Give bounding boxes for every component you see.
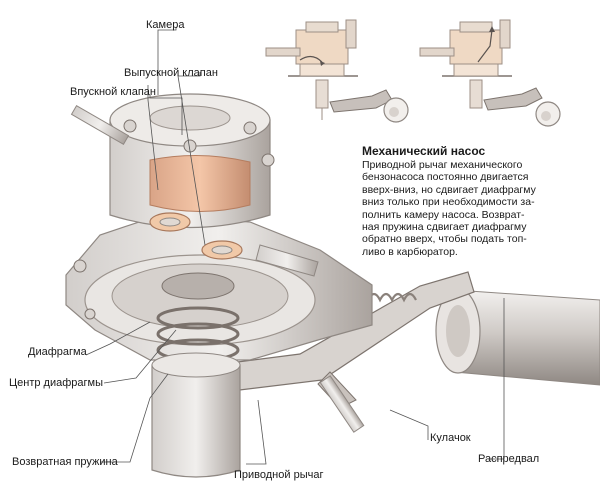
description-title: Механический насос <box>362 144 486 158</box>
description-line: бензонасоса постоянно двигается <box>362 171 529 184</box>
label-return-spring: Возвратная пружина <box>12 456 118 468</box>
label-diaphragm: Диафрагма <box>28 346 87 358</box>
description-line: вверх-вниз, но сдвигает диафрагму <box>362 183 536 196</box>
label-inlet-valve: Впускной клапан <box>70 86 156 98</box>
leader-lines <box>85 27 505 465</box>
description-line: Приводной рычаг механического <box>362 159 523 171</box>
fuel-pipes <box>70 104 319 277</box>
label-camshaft: Распредвал <box>478 453 540 465</box>
label-outlet-valve: Выпускной клапан <box>124 67 218 79</box>
description-line: полнить камеру насоса. Возврат- <box>362 208 525 221</box>
plunger-rod <box>151 352 241 478</box>
label-diaphragm-center: Центр диафрагмы <box>9 377 103 389</box>
pump-lower-body <box>65 214 373 361</box>
description-line: ливо в карбюратор. <box>362 245 458 258</box>
description-line: ная пружина сдвигает диафрагму <box>362 221 527 234</box>
label-drive-lever: Приводной рычаг <box>234 469 324 481</box>
description-line: вниз только при необходимости за- <box>362 196 535 209</box>
schematic-inset-right <box>419 19 561 127</box>
housing-bolts <box>73 119 275 320</box>
label-cam: Кулачок <box>430 432 471 444</box>
pump-chamber <box>109 93 271 229</box>
label-chamber: Камера <box>146 19 185 31</box>
schematic-inset-left <box>265 19 409 123</box>
camshaft <box>435 288 600 386</box>
description-block: Механический насос Приводной рычаг механ… <box>362 144 594 258</box>
valves <box>149 212 243 260</box>
description-line: обратно вверх, чтобы подать топ- <box>362 233 527 246</box>
